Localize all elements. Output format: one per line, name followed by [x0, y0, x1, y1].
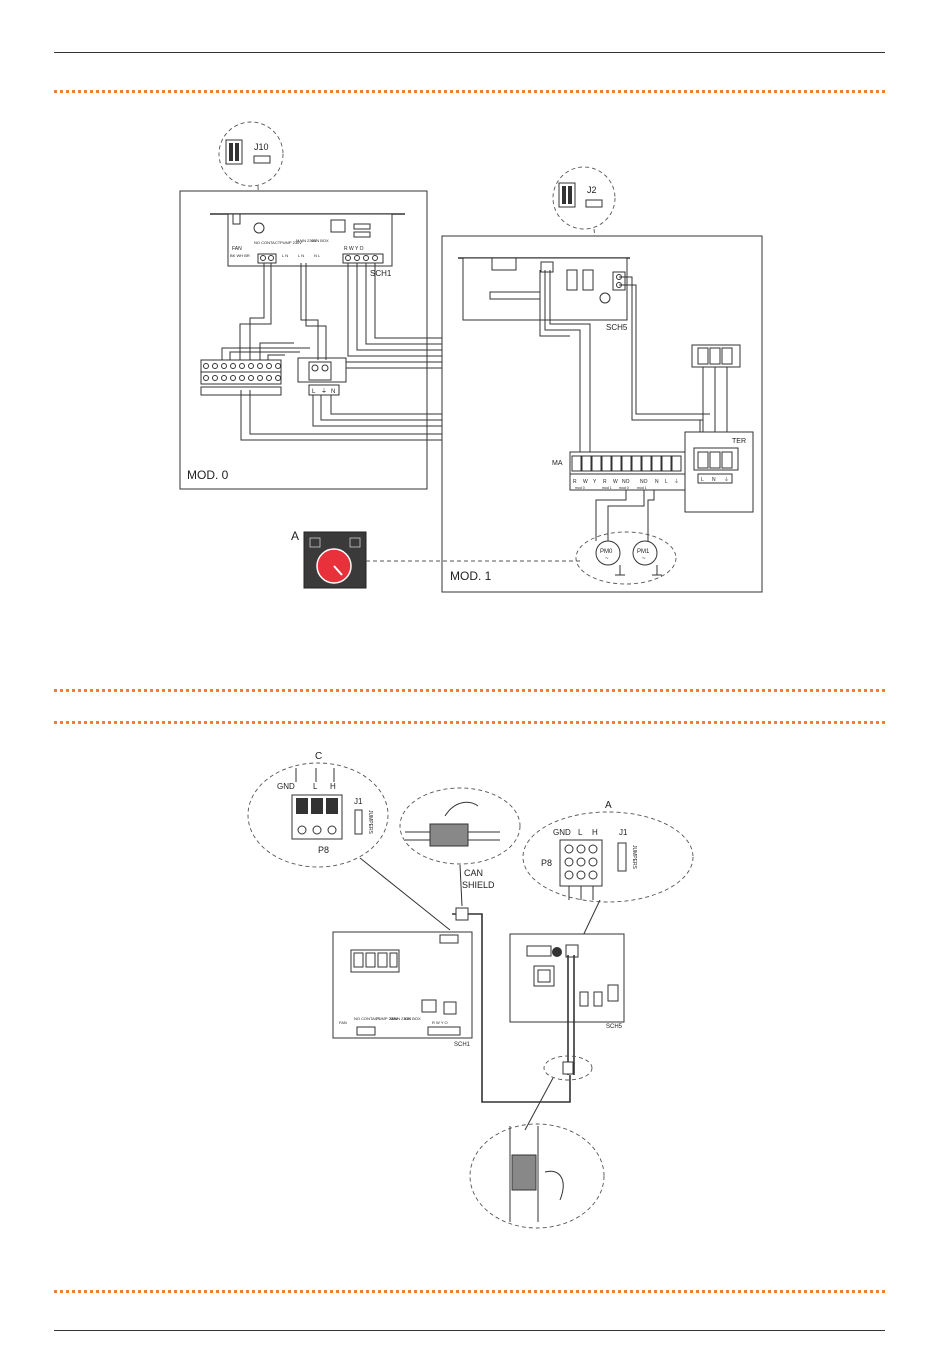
pump-motors: PM0 PM1 ~ ~	[575, 490, 677, 585]
svg-text:MAIN 230V: MAIN 230V	[390, 1016, 411, 1021]
can-cable	[452, 913, 575, 1103]
a-label: A	[605, 800, 612, 811]
wiring-diagram-2: C GND L H J1 JUMPERS P8 CAN SHIELD	[247, 751, 694, 1229]
bottom-rule	[54, 1330, 885, 1331]
j2-label: J2	[587, 185, 597, 195]
svg-text:NO: NO	[622, 479, 630, 485]
svg-text:L: L	[701, 477, 704, 483]
wiring-diagram-1: J10 MOD. 0 FAN BK WH BR NO CONTACT PUMP …	[179, 121, 763, 593]
svg-text:IGN BOX: IGN BOX	[312, 238, 329, 243]
top-right-terminal	[640, 344, 741, 452]
svg-text:BK WH BR: BK WH BR	[230, 253, 250, 258]
svg-text:N: N	[712, 477, 716, 483]
svg-text:H: H	[592, 828, 598, 837]
sch1-board-2: FAN NO CONTACT PUMP 230V MAIN 230V IGN B…	[332, 931, 473, 1048]
svg-text:J1: J1	[354, 797, 363, 806]
svg-text:H: H	[330, 782, 336, 791]
svg-text:L N: L N	[282, 253, 288, 258]
svg-text:GND: GND	[277, 782, 295, 791]
j10-label: J10	[254, 142, 269, 152]
svg-text:mod 1: mod 1	[637, 486, 647, 490]
knob-label: A	[291, 529, 299, 543]
ma-label: MA	[552, 460, 563, 467]
pm0-label: PM0	[600, 549, 613, 555]
section-divider-2	[54, 689, 885, 692]
svg-text:Y: Y	[593, 479, 597, 485]
shield-clamp-2	[562, 1061, 574, 1075]
svg-text:SCH1: SCH1	[454, 1042, 471, 1048]
svg-text:mod 0: mod 0	[575, 486, 585, 490]
c-label: C	[315, 751, 322, 762]
svg-text:L: L	[312, 389, 316, 395]
ma-terminal-strip: MA R W Y R W NO NO N L ⏚ mod 0 mod 1 mod	[552, 451, 686, 491]
svg-text:GND: GND	[553, 828, 571, 837]
svg-text:W: W	[613, 479, 618, 485]
svg-text:NO CONTACT: NO CONTACT	[354, 1016, 381, 1021]
can-callout-c: C GND L H J1 JUMPERS P8	[247, 751, 389, 868]
svg-text:FAN: FAN	[232, 246, 242, 252]
svg-text:N L: N L	[314, 253, 321, 258]
svg-text:~: ~	[642, 556, 646, 562]
svg-text:R W Y O: R W Y O	[344, 246, 364, 252]
j10-callout: J10	[218, 121, 284, 227]
svg-text:W: W	[583, 479, 588, 485]
ter-terminal-strip: TER L N ⏚	[684, 431, 754, 513]
svg-text:P8: P8	[318, 845, 329, 855]
top-rule	[54, 52, 885, 53]
section-divider-4	[54, 1290, 885, 1293]
sch5-label: SCH5	[606, 323, 628, 332]
svg-text:R: R	[573, 479, 577, 485]
svg-text:J1: J1	[619, 828, 628, 837]
svg-text:N: N	[655, 479, 659, 485]
section-divider-3	[54, 721, 885, 724]
svg-text:N: N	[331, 389, 335, 395]
svg-text:PUMP 230V: PUMP 230V	[376, 1016, 398, 1021]
bottom-cable-detail	[469, 1055, 605, 1229]
svg-text:P8: P8	[541, 858, 552, 868]
mod0-label: MOD. 0	[187, 468, 229, 482]
svg-text:SHIELD: SHIELD	[462, 880, 495, 890]
cable-shield-detail: CAN SHIELD	[399, 787, 521, 907]
svg-text:mod 1: mod 1	[602, 486, 612, 490]
svg-text:L N: L N	[298, 253, 304, 258]
ter-label: TER	[732, 438, 746, 445]
sch5-wiring	[539, 270, 710, 452]
sch1-label: SCH1	[370, 269, 392, 278]
pm1-label: PM1	[637, 549, 650, 555]
svg-text:L: L	[665, 479, 668, 485]
sch1-board: FAN BK WH BR NO CONTACT PUMP 230V L N MA…	[210, 213, 405, 278]
shield-clamp	[455, 907, 469, 921]
svg-text:mod 0: mod 0	[619, 486, 629, 490]
svg-text:~: ~	[605, 556, 609, 562]
svg-text:R W Y O: R W Y O	[432, 1020, 448, 1025]
mod1-label: MOD. 1	[450, 569, 492, 583]
svg-text:MAIN 230V: MAIN 230V	[296, 238, 317, 243]
section-divider-1	[54, 90, 885, 93]
svg-text:NO CONTACT: NO CONTACT	[254, 240, 281, 245]
svg-text:⏚: ⏚	[724, 476, 729, 483]
knob-a: A	[291, 529, 580, 589]
mod0-terminal-strip: L ⏚ N	[200, 357, 347, 396]
svg-text:NO: NO	[640, 479, 648, 485]
leader-line-c	[359, 857, 451, 931]
can-callout-a: A GND L H P8 J1 JUMPERS	[522, 800, 694, 943]
svg-text:PUMP 230V: PUMP 230V	[280, 240, 302, 245]
svg-text:IGN BOX: IGN BOX	[404, 1016, 421, 1021]
svg-text:JUMPERS: JUMPERS	[367, 810, 373, 835]
svg-text:⏚: ⏚	[321, 388, 327, 395]
svg-text:R: R	[603, 479, 607, 485]
svg-text:CAN: CAN	[464, 868, 483, 878]
svg-text:FAN: FAN	[339, 1020, 347, 1025]
sch5-board-2: SCH5	[509, 933, 625, 1030]
svg-text:L: L	[578, 828, 583, 837]
svg-text:SCH5: SCH5	[606, 1024, 623, 1030]
svg-text:L: L	[313, 782, 318, 791]
svg-text:JUMPERS: JUMPERS	[631, 845, 637, 870]
svg-text:⏚: ⏚	[674, 478, 679, 485]
